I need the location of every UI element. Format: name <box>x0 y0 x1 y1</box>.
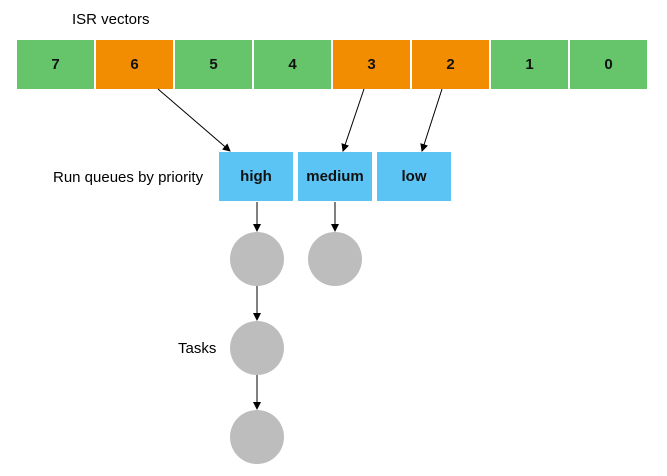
arrow-vector-2-to-low <box>420 88 443 152</box>
vector-7: 7 <box>17 40 94 89</box>
vector-5: 5 <box>175 40 252 89</box>
tasks-label: Tasks <box>178 340 217 357</box>
arrow-vector-6-to-high <box>157 88 231 152</box>
vector-4: 4 <box>254 40 331 89</box>
queue-high: high <box>219 152 293 201</box>
vector-0: 0 <box>570 40 647 89</box>
vector-2: 2 <box>412 40 489 89</box>
task-node-medium-1 <box>308 232 362 286</box>
arrow-vector-3-to-medium <box>341 88 365 152</box>
isr-vectors-label: ISR vectors <box>72 11 150 28</box>
task-node-high-1 <box>230 232 284 286</box>
task-node-high-3 <box>230 410 284 464</box>
queue-medium: medium <box>298 152 372 201</box>
vector-3: 3 <box>333 40 410 89</box>
run-queues-label: Run queues by priority <box>53 169 204 186</box>
vector-6: 6 <box>96 40 173 89</box>
vector-1: 1 <box>491 40 568 89</box>
task-node-high-2 <box>230 321 284 375</box>
queue-low: low <box>377 152 451 201</box>
